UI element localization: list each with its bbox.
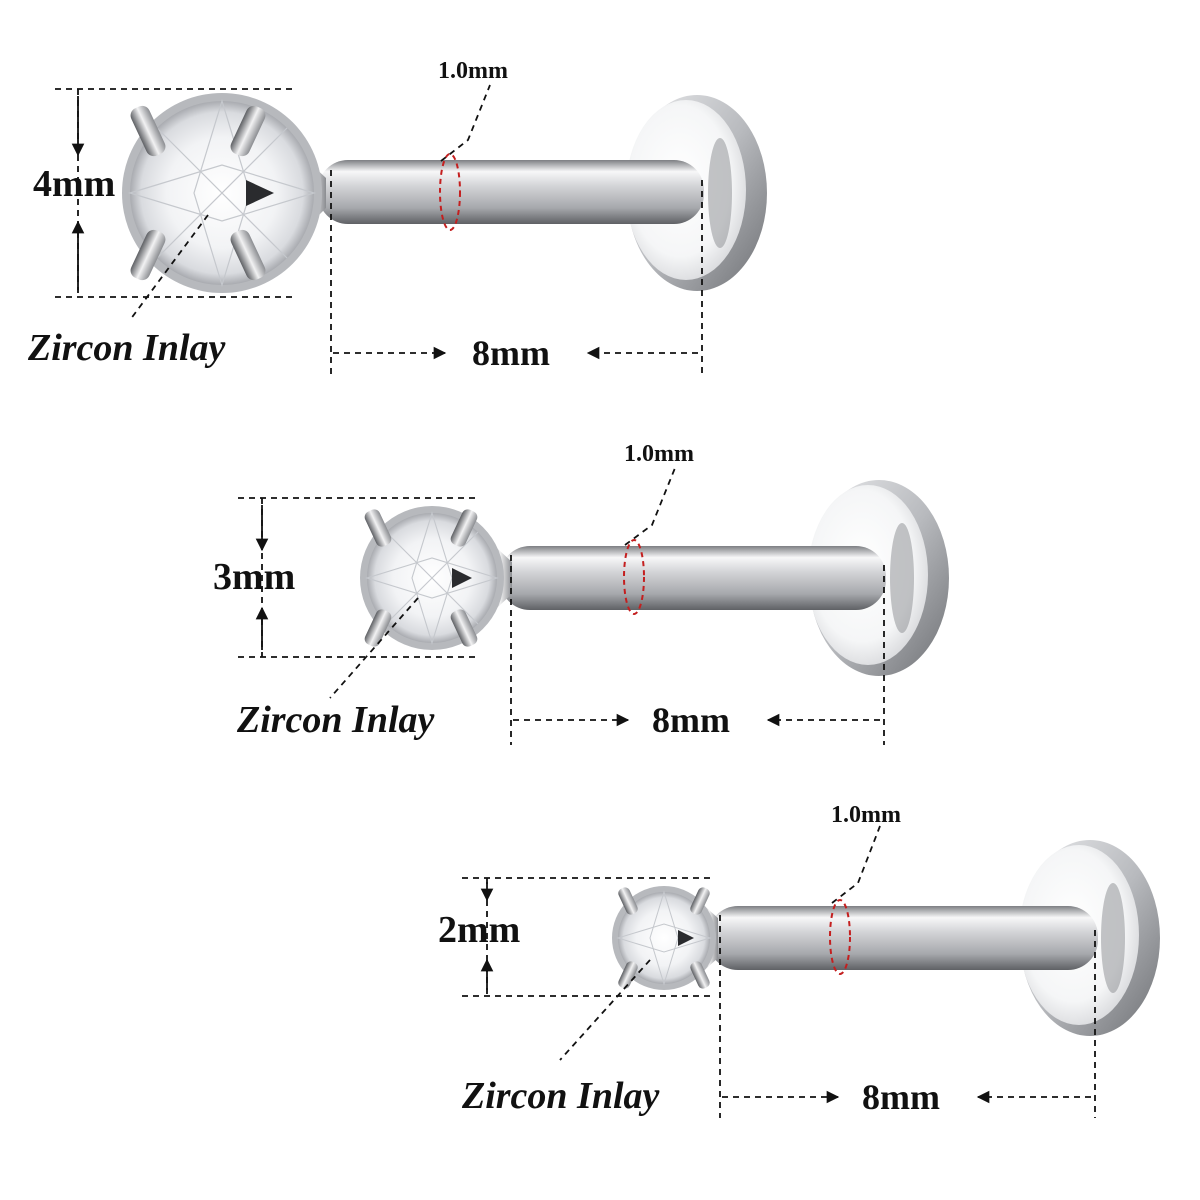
gem-head <box>360 506 512 650</box>
length-label: 8mm <box>652 700 730 740</box>
gem-head <box>612 886 718 990</box>
zircon-inlay-label: Zircon Inlay <box>461 1075 660 1117</box>
gem-size-label: 4mm <box>33 163 115 205</box>
shaft-diameter-label: 1.0mm <box>831 802 901 828</box>
gem-size-label: 2mm <box>438 909 520 951</box>
dimension-lines <box>462 825 1096 1118</box>
stud-item-2: 3mm 1.0mm 8mm Zircon Inlay <box>213 441 949 745</box>
shaft-diameter-label: 1.0mm <box>438 58 508 84</box>
stud-item-1: 4mm 1.0mm 8mm Zircon Inlay <box>27 58 767 378</box>
gem-size-label: 3mm <box>213 556 295 598</box>
dimension-lines <box>238 467 885 745</box>
shaft-diameter-ring <box>829 899 851 975</box>
shaft <box>500 546 886 610</box>
length-label: 8mm <box>472 333 550 373</box>
gem-head <box>122 93 326 293</box>
zircon-inlay-label: Zircon Inlay <box>27 327 226 369</box>
shaft <box>318 160 704 224</box>
shaft <box>708 906 1098 970</box>
stud-item-3: 2mm 1.0mm 8mm Zircon Inlay <box>438 802 1160 1118</box>
shaft-diameter-label: 1.0mm <box>624 441 694 467</box>
shaft-diameter-ring <box>623 539 645 615</box>
shaft-diameter-ring <box>439 153 461 231</box>
dimension-lines <box>55 84 703 378</box>
zircon-inlay-label: Zircon Inlay <box>236 699 435 741</box>
length-label: 8mm <box>862 1077 940 1117</box>
